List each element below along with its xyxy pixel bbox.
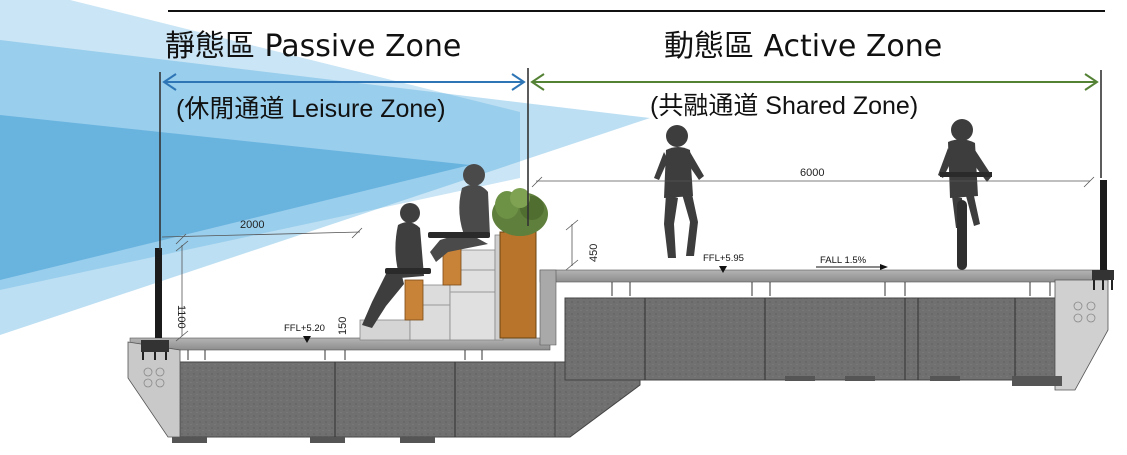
ffl-passive-marker [303,336,311,343]
upper-deck-slab [539,269,1109,283]
slab-bolts [187,282,1051,360]
beam-joints [334,298,1016,437]
active-zone-title: 動態區 Active Zone [664,29,942,64]
dim-450-label: 450 [588,244,600,262]
left-railing [141,248,169,360]
dim-1100 [175,240,189,342]
edge-holes [143,301,1096,388]
cyclist [938,119,992,270]
dim-6000 [531,176,1095,188]
dim-2000-label: 2000 [240,219,264,231]
dim-6000-label: 6000 [800,167,824,179]
ffl-passive-label: FFL+5.20 [284,323,325,334]
active-zone-subtitle: (共融通道 Shared Zone) [650,92,918,120]
right-edge-beam [1054,279,1109,391]
bearing-pads [172,376,1062,443]
planter [492,188,548,339]
seated-person-front [362,203,431,328]
fall-label: FALL 1.5% [820,255,867,266]
upper-slab-step [539,269,557,346]
ffl-active-marker [719,266,727,273]
ffl-active-label: FFL+5.95 [703,253,744,264]
dim-1100-label: 1100 [175,305,187,329]
dim-450 [565,219,579,271]
right-railing [1092,180,1114,290]
active-zone-arrow [530,73,1099,91]
seated-person-back [428,164,490,262]
fall-arrow-head [880,264,888,270]
running-person [654,125,704,258]
dim-2000 [161,227,363,245]
passive-zone-subtitle: (休閒通道 Leisure Zone) [176,95,446,123]
view-cone [0,0,650,335]
upper-beam [564,297,1056,381]
passive-zone-arrow [162,73,526,91]
dim-150-label: 150 [337,317,349,335]
passive-zone-title: 靜態區 Passive Zone [165,29,461,64]
lower-beam [179,361,556,438]
